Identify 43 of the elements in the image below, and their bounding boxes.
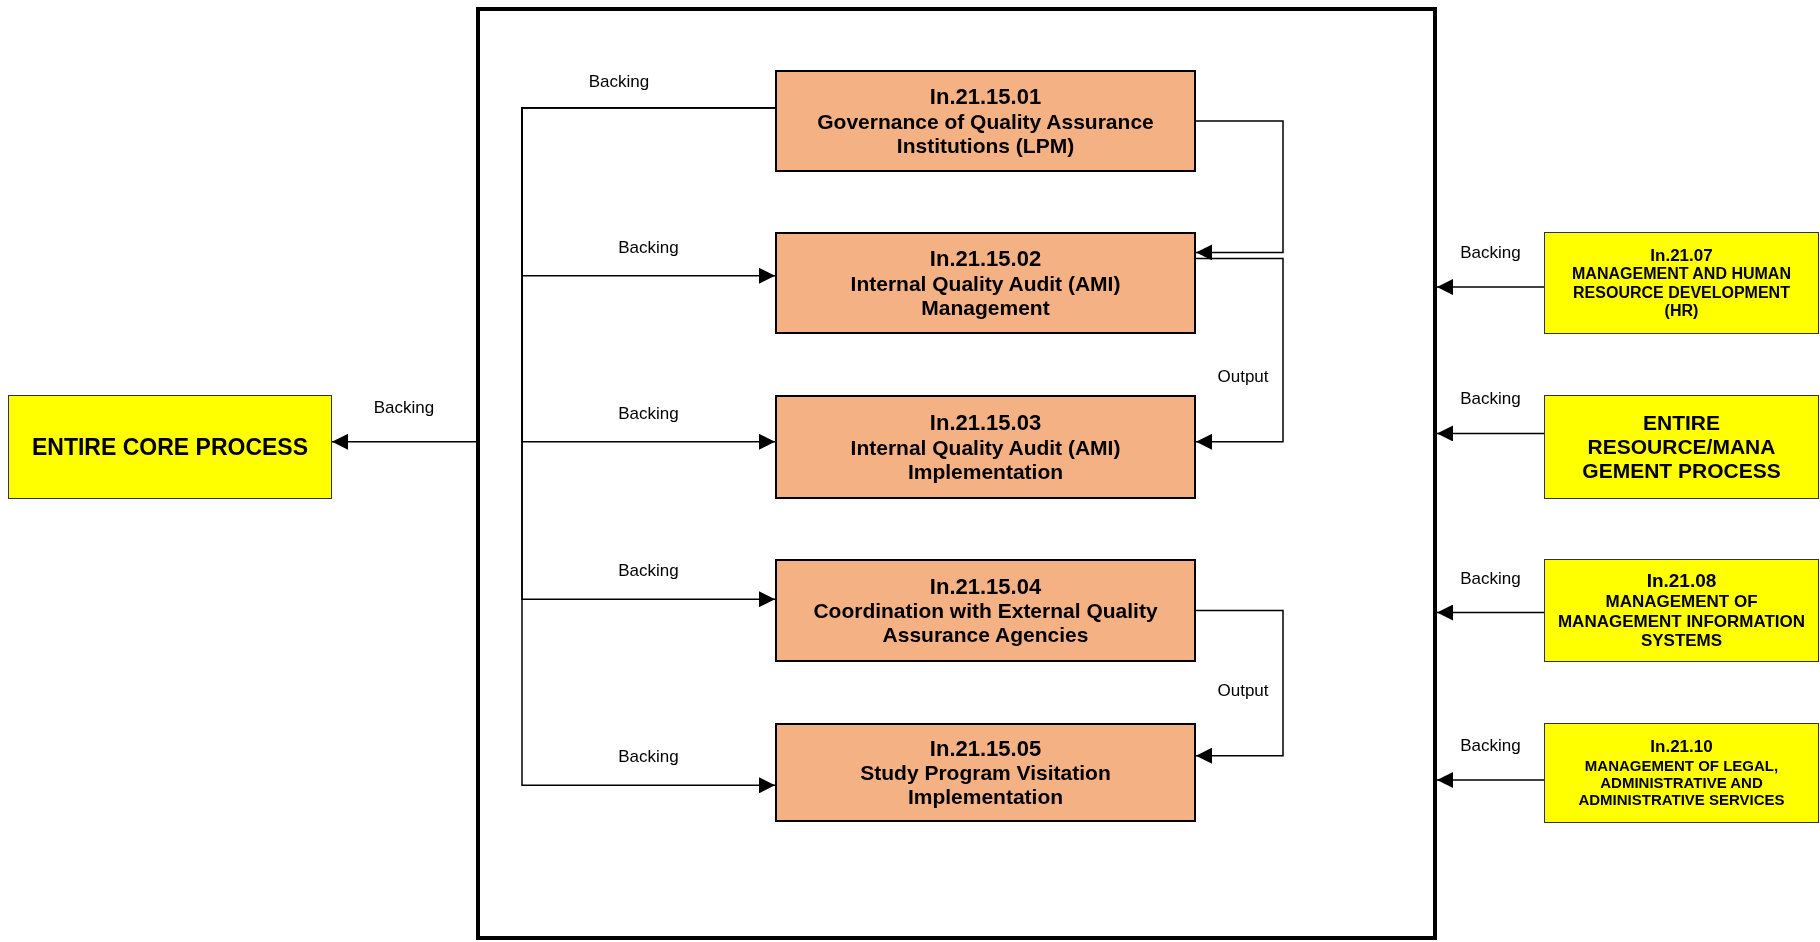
process-title: ENTIRE CORE PROCESS	[31, 433, 308, 461]
process-box	[775, 70, 1196, 172]
external-process-box	[1544, 723, 1819, 823]
edge-label: Backing	[616, 747, 681, 768]
edge-label: Backing	[1458, 243, 1523, 264]
process-code: In.21.07	[1650, 245, 1713, 266]
arrow	[1436, 425, 1545, 442]
arrow	[1436, 279, 1545, 296]
process-code: In.21.15.03	[929, 410, 1042, 436]
process-title: Internal Quality Audit (AMI) Management	[849, 271, 1122, 320]
process-code: In.21.15.02	[929, 246, 1042, 272]
process-box	[775, 232, 1196, 334]
process-code: In.21.15.05	[929, 735, 1042, 761]
arrow	[1195, 609, 1284, 764]
process-title: Coordination with External Quality Assurance Agencies	[812, 599, 1159, 648]
process-box	[775, 723, 1196, 822]
arrow	[1195, 120, 1284, 261]
process-frame	[476, 7, 1437, 940]
external-process-box	[8, 395, 332, 499]
process-title: Internal Quality Audit (AMI) Implementation	[849, 435, 1122, 484]
process-title: ENTIRE RESOURCE/MANA GEMENT PROCESS	[1581, 410, 1782, 484]
process-title: MANAGEMENT OF MANAGEMENT INFORMATION SYSTEMS	[1556, 592, 1807, 651]
process-box	[775, 395, 1196, 499]
arrow	[1436, 772, 1545, 788]
external-process-box	[1544, 232, 1819, 334]
process-code: In.21.15.04	[929, 573, 1042, 599]
process-title: MANAGEMENT AND HUMAN RESOURCE DEVELOPMENT (HR)	[1571, 265, 1792, 321]
edge-label: Backing	[1458, 736, 1523, 756]
process-code: In.21.10	[1650, 737, 1713, 757]
arrow	[331, 433, 477, 450]
edge-label: Backing	[616, 561, 681, 582]
process-box	[775, 559, 1196, 662]
external-process-box	[1544, 559, 1819, 662]
process-code: In.21.15.01	[929, 84, 1042, 110]
arrow	[1436, 604, 1545, 621]
arrow	[1195, 257, 1284, 450]
process-code: In.21.08	[1646, 570, 1717, 593]
process-title: MANAGEMENT OF LEGAL, ADMINISTRATIVE AND ADMINISTRATIVE SERVICES	[1577, 756, 1786, 809]
process-title: Study Program Visitation Implementation	[859, 761, 1112, 810]
external-process-box	[1544, 395, 1819, 499]
arrow	[521, 107, 776, 794]
process-title: Governance of Quality Assurance Institutions (LPM)	[816, 109, 1155, 158]
edge-label: Backing	[1458, 389, 1523, 410]
